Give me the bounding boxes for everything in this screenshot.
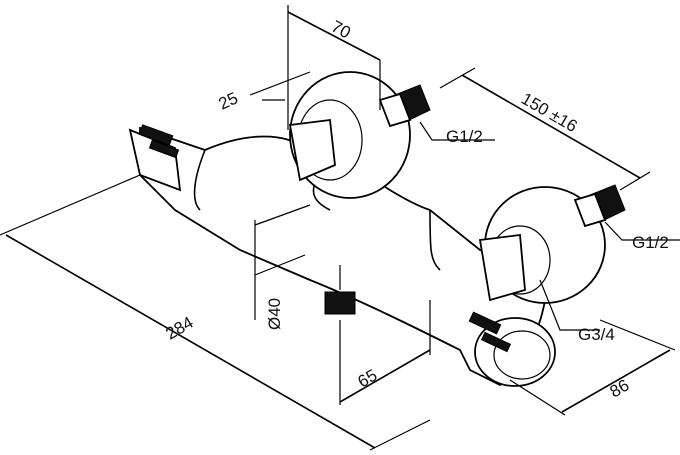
dim-g12-top: G1/2 [446, 127, 483, 146]
right-knob-grip-2 [480, 331, 512, 353]
dim-284: 284 [163, 313, 197, 344]
left-knob-grip-2 [148, 139, 180, 159]
right-wall-flange [478, 184, 626, 304]
dim-lines [0, 5, 680, 451]
left-knob-grip [138, 124, 174, 146]
mixer-body [128, 124, 556, 387]
dim-65: 65 [355, 366, 381, 392]
dim-86: 86 [607, 376, 633, 402]
outlet [324, 265, 356, 315]
dim-70: 70 [328, 17, 354, 43]
dim-40: Ø40 [265, 298, 284, 330]
right-knob-inner [493, 330, 551, 380]
left-wall-flange [288, 71, 431, 199]
right-knob-grip [468, 311, 502, 335]
dim-g12-right: G1/2 [632, 233, 669, 252]
dim-g34: G3/4 [578, 325, 615, 344]
right-knob [474, 317, 556, 387]
dim-25: 25 [216, 88, 241, 113]
